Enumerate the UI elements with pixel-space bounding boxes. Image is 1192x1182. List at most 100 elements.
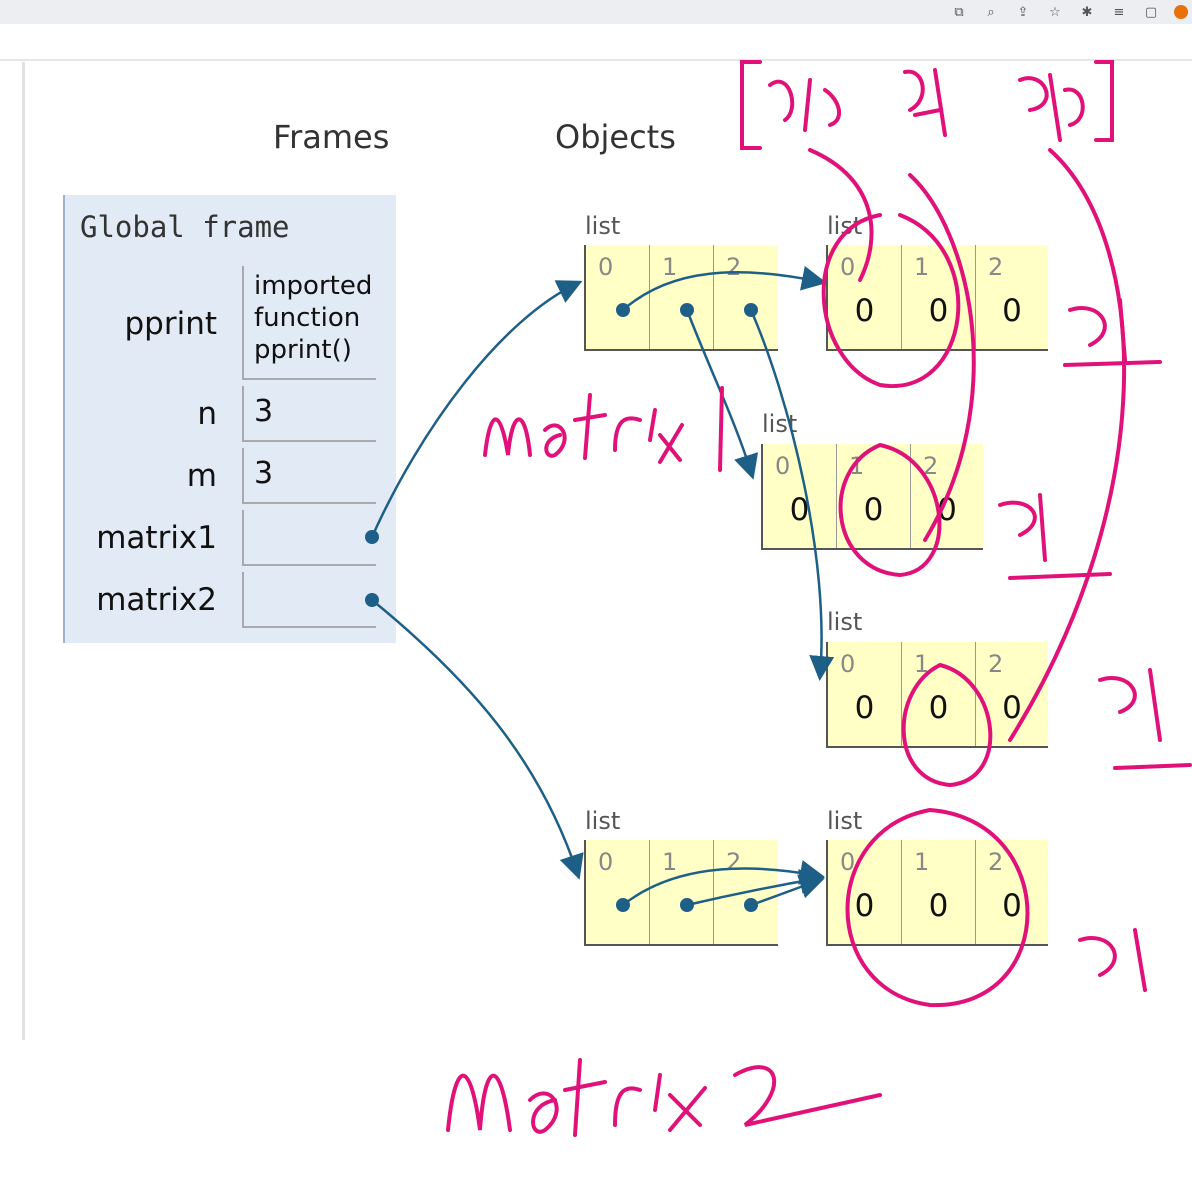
cell-index: 1 — [914, 848, 930, 876]
list-cell: 0 — [586, 245, 650, 349]
cell-value: 0 — [928, 293, 949, 329]
pointer-dot — [744, 303, 758, 317]
list-label: list — [585, 807, 621, 835]
cell-index: 1 — [914, 253, 930, 281]
pointer-dot — [616, 898, 630, 912]
pointer-dot — [680, 898, 694, 912]
cell-index: 2 — [988, 848, 1004, 876]
arrow-m2-0 — [622, 860, 825, 906]
cell-index: 1 — [914, 650, 930, 678]
cell-value: 0 — [1002, 293, 1022, 329]
list-cell: 0 — [586, 840, 650, 944]
list-cell: 1 — [650, 245, 714, 349]
cell-value: 0 — [863, 492, 884, 528]
objects-heading: Objects — [555, 118, 676, 156]
toolbar-icons: ⧉ ⌕ ⇪ ☆ ✱ ≡ ▢ — [950, 0, 1188, 24]
cell-index: 0 — [840, 848, 856, 876]
function-line: function — [254, 303, 361, 333]
list-m1-outer: 0 1 2 — [584, 245, 778, 351]
value-text: 3 — [254, 456, 274, 491]
cell-index: 0 — [598, 253, 614, 281]
var-name-m: m — [186, 458, 217, 494]
list-cell: 2 — [714, 245, 778, 349]
arrow-m2-2 — [750, 874, 825, 907]
cell-index: 2 — [726, 253, 742, 281]
function-value: imported function pprint() — [254, 270, 372, 366]
media-icon[interactable]: ≡ — [1113, 4, 1125, 20]
var-value-matrix1 — [242, 510, 376, 566]
global-frame — [63, 195, 396, 643]
cell-value: 0 — [928, 690, 949, 726]
value-text: 3 — [254, 394, 274, 429]
browser-toolbar: ⧉ ⌕ ⇪ ☆ ✱ ≡ ▢ — [0, 0, 1192, 24]
arrow-m1-0 — [622, 265, 827, 311]
cell-index: 1 — [662, 253, 678, 281]
cell-value: 0 — [854, 690, 875, 726]
cell-index: 0 — [840, 253, 856, 281]
cell-index: 2 — [923, 452, 939, 480]
pointer-dot — [744, 898, 758, 912]
page-border — [22, 62, 25, 1040]
cell-value: 0 — [937, 492, 957, 528]
handwriting-annotations — [446, 60, 1192, 1137]
pointer-dot — [365, 530, 379, 544]
divider — [0, 59, 1192, 61]
cell-index: 2 — [988, 650, 1004, 678]
zoom-icon[interactable]: ⌕ — [987, 4, 995, 20]
list-label: list — [827, 608, 863, 636]
cell-index: 0 — [598, 848, 614, 876]
var-value-pprint: imported function pprint() — [242, 266, 376, 380]
cell-value: 0 — [1002, 888, 1022, 924]
cell-index: 0 — [840, 650, 856, 678]
var-name-n: n — [197, 396, 217, 432]
var-name-matrix1: matrix1 — [96, 520, 217, 556]
extension-icon[interactable]: ✱ — [1081, 4, 1093, 20]
cell-index: 1 — [662, 848, 678, 876]
cell-value: 0 — [1002, 690, 1022, 726]
pointer-dot — [365, 593, 379, 607]
var-value-m: 3 — [242, 448, 376, 504]
share-icon[interactable]: ⇪ — [1017, 4, 1029, 20]
pointer-dot — [680, 303, 694, 317]
translate-icon[interactable]: ⧉ — [954, 4, 964, 20]
list-label: list — [827, 807, 863, 835]
list-cell: 1 — [650, 840, 714, 944]
frames-heading: Frames — [273, 118, 390, 156]
star-icon[interactable]: ☆ — [1049, 4, 1061, 20]
var-value-n: 3 — [242, 386, 376, 442]
cell-value: 0 — [789, 492, 810, 528]
var-name-pprint: pprint — [124, 306, 217, 342]
profile-avatar[interactable] — [1174, 5, 1188, 19]
sidepanel-icon[interactable]: ▢ — [1144, 4, 1158, 20]
function-line: pprint() — [254, 335, 352, 365]
function-line: imported — [254, 271, 373, 301]
arrow-matrix2 — [371, 599, 584, 880]
arrow-m1-2 — [749, 309, 835, 681]
cell-value: 0 — [854, 293, 875, 329]
cell-index: 0 — [775, 452, 791, 480]
var-value-matrix2 — [242, 572, 376, 628]
global-frame-title: Global frame — [80, 210, 290, 244]
cell-index: 2 — [988, 253, 1004, 281]
list-m2-outer: 0 1 2 — [584, 840, 778, 946]
arrow-matrix1 — [370, 280, 583, 538]
cell-value: 0 — [928, 888, 949, 924]
cell-value: 0 — [854, 888, 875, 924]
pointer-dot — [616, 303, 630, 317]
list-label: list — [585, 212, 621, 240]
var-name-matrix2: matrix2 — [96, 582, 217, 618]
